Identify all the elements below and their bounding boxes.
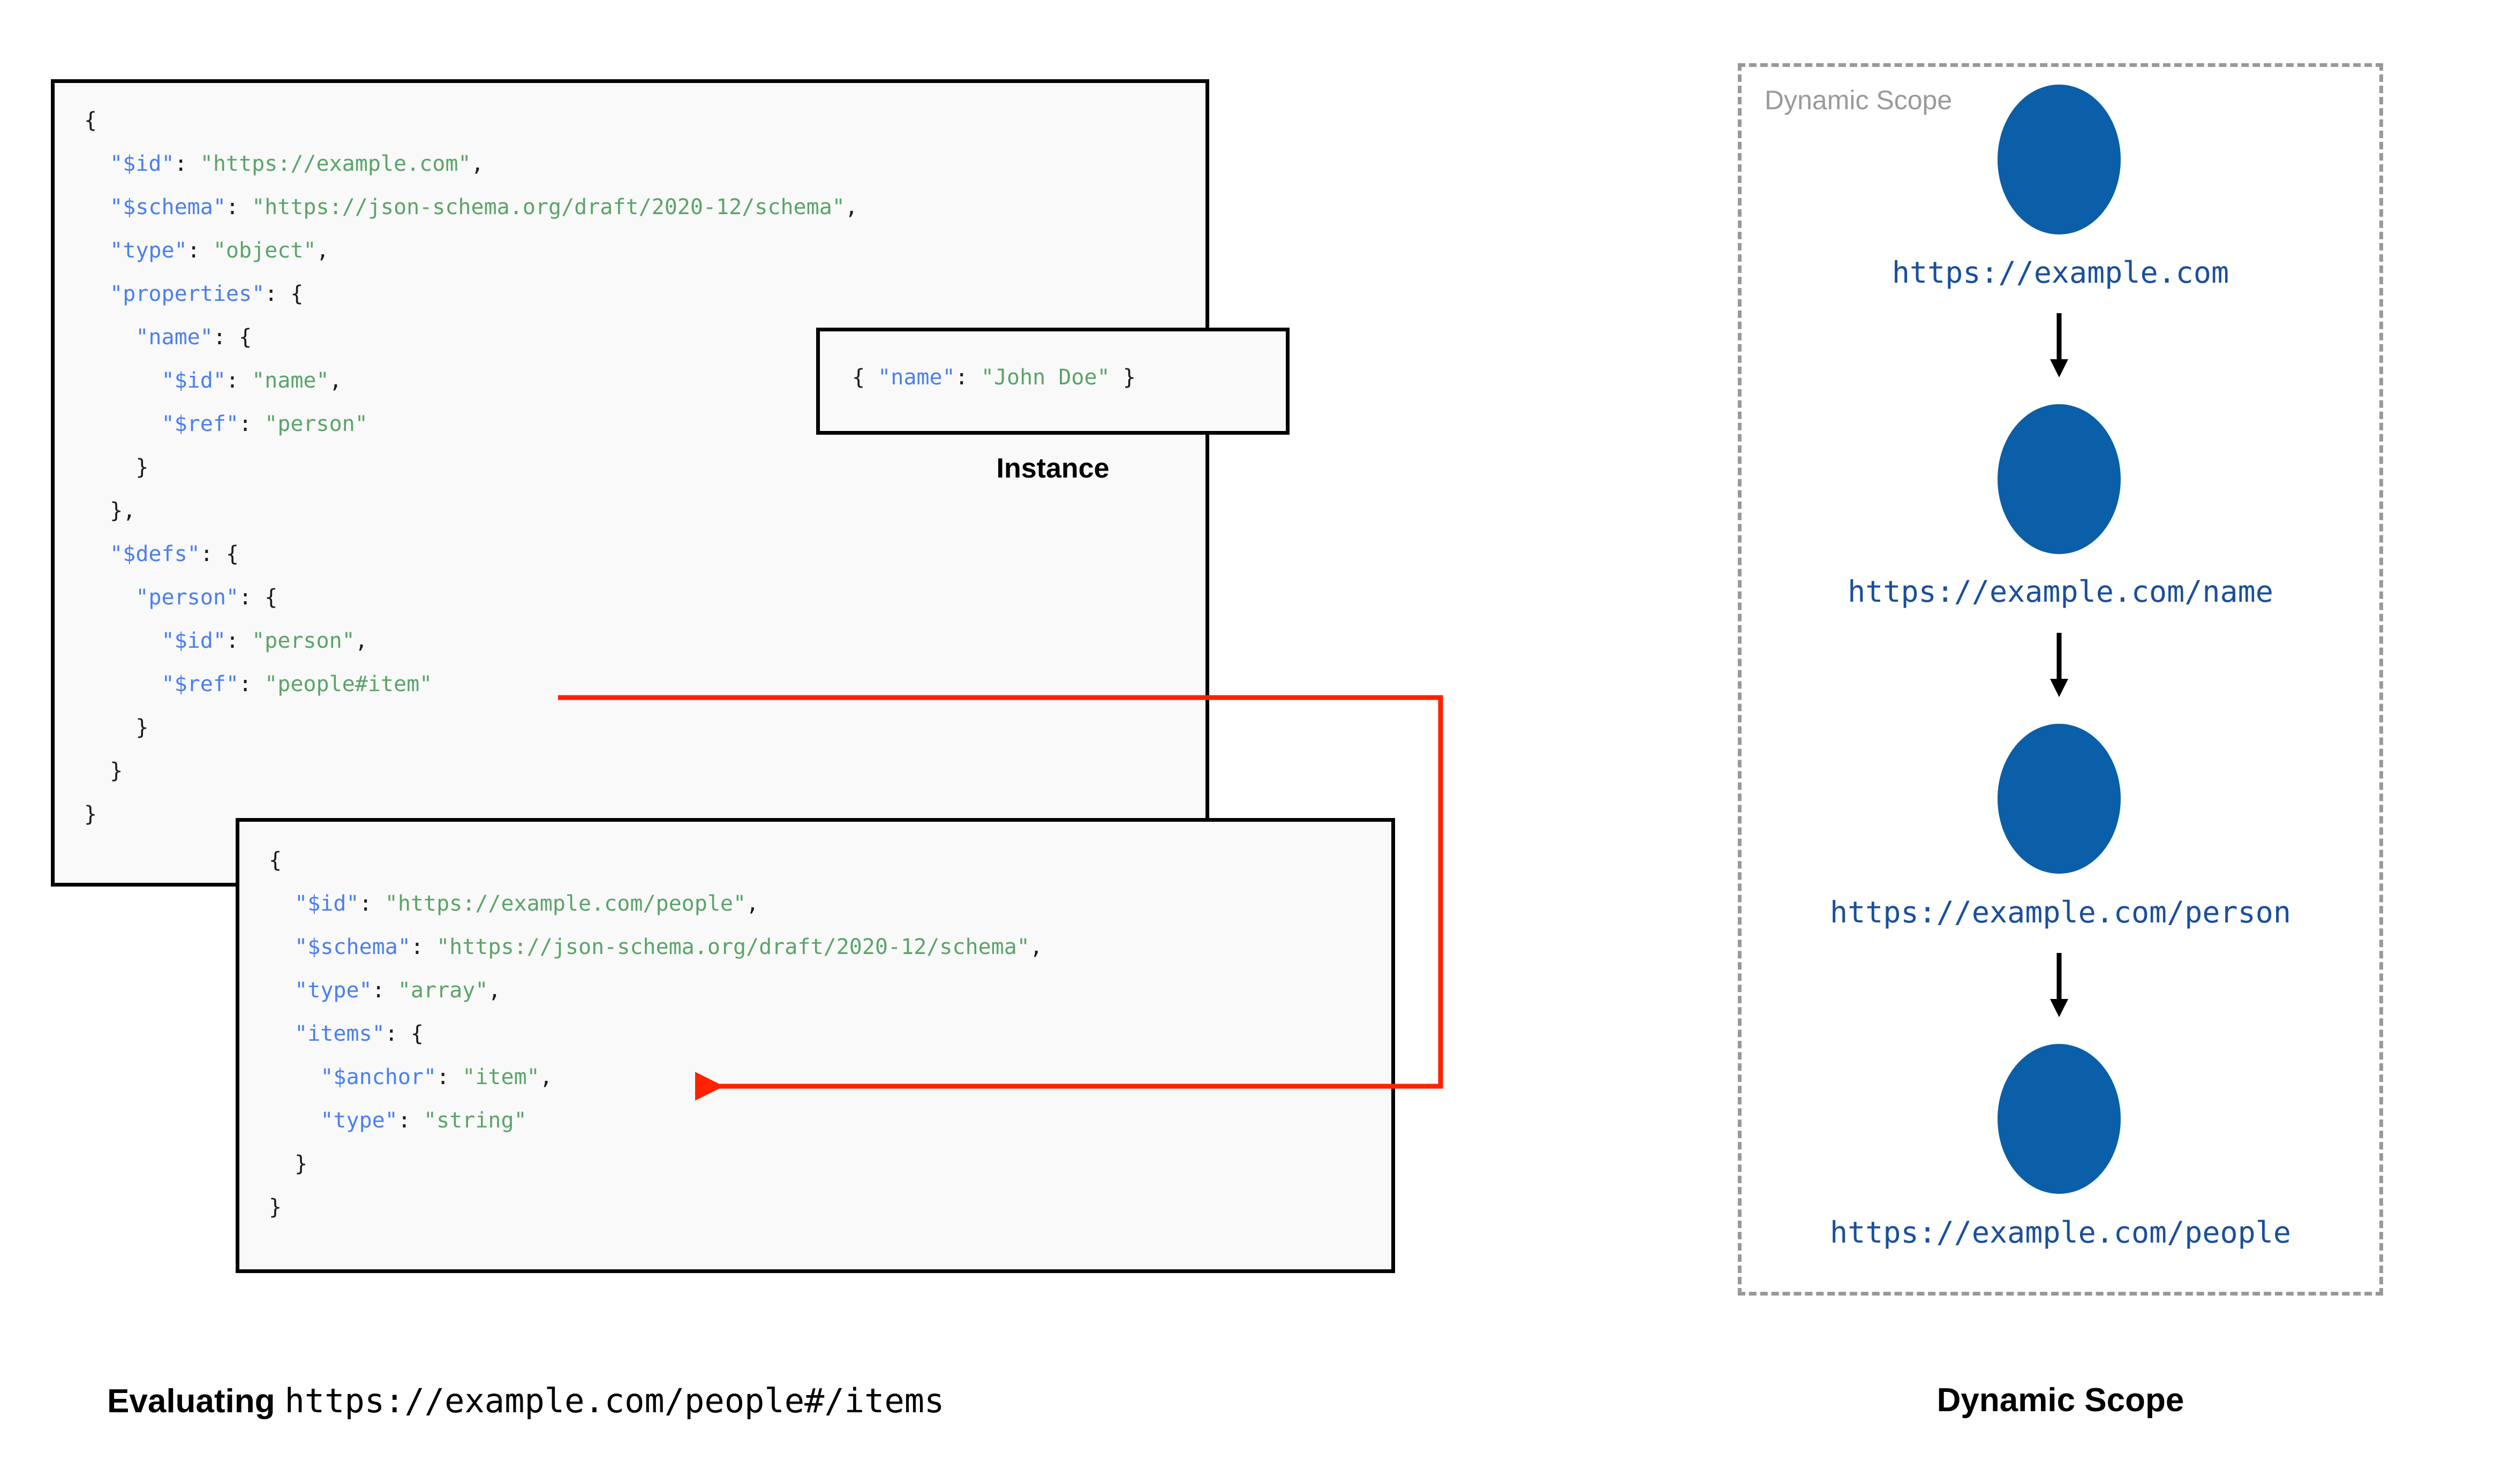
people-schema-box: { "$id": "https://example.com/people", "… (236, 818, 1395, 1273)
evaluating-uri: https://example.com/people#/items (284, 1381, 945, 1420)
scope-node-label: https://example.com/name (1848, 574, 2273, 609)
scope-node-label: https://example.com/person (1830, 895, 2291, 929)
people-schema-code: { "$id": "https://example.com/people", "… (269, 848, 1043, 1220)
scope-node-label: https://example.com (1891, 255, 2229, 290)
dynamic-scope-panel (1738, 63, 2383, 1296)
instance-box: { "name": "John Doe" } (816, 328, 1290, 435)
instance-caption: Instance (996, 453, 1110, 484)
scope-node-circle (1998, 85, 2121, 234)
scope-flow-arrow (2050, 633, 2068, 697)
instance-code: { "name": "John Doe" } (852, 365, 1136, 390)
root-schema-code: { "$id": "https://example.com", "$schema… (84, 108, 858, 827)
scope-flow-arrow (2050, 953, 2068, 1017)
dynamic-scope-caption: Dynamic Scope (1936, 1382, 2184, 1419)
dynamic-scope-panel-title: Dynamic Scope (1765, 85, 1953, 115)
evaluating-label: Evaluating (107, 1383, 275, 1420)
scope-flow-arrow (2050, 313, 2068, 377)
scope-node-circle (1998, 1044, 2121, 1194)
scope-node-circle (1998, 724, 2121, 874)
scope-node-label: https://example.com/people (1830, 1215, 2291, 1250)
scope-node-circle (1998, 404, 2121, 554)
